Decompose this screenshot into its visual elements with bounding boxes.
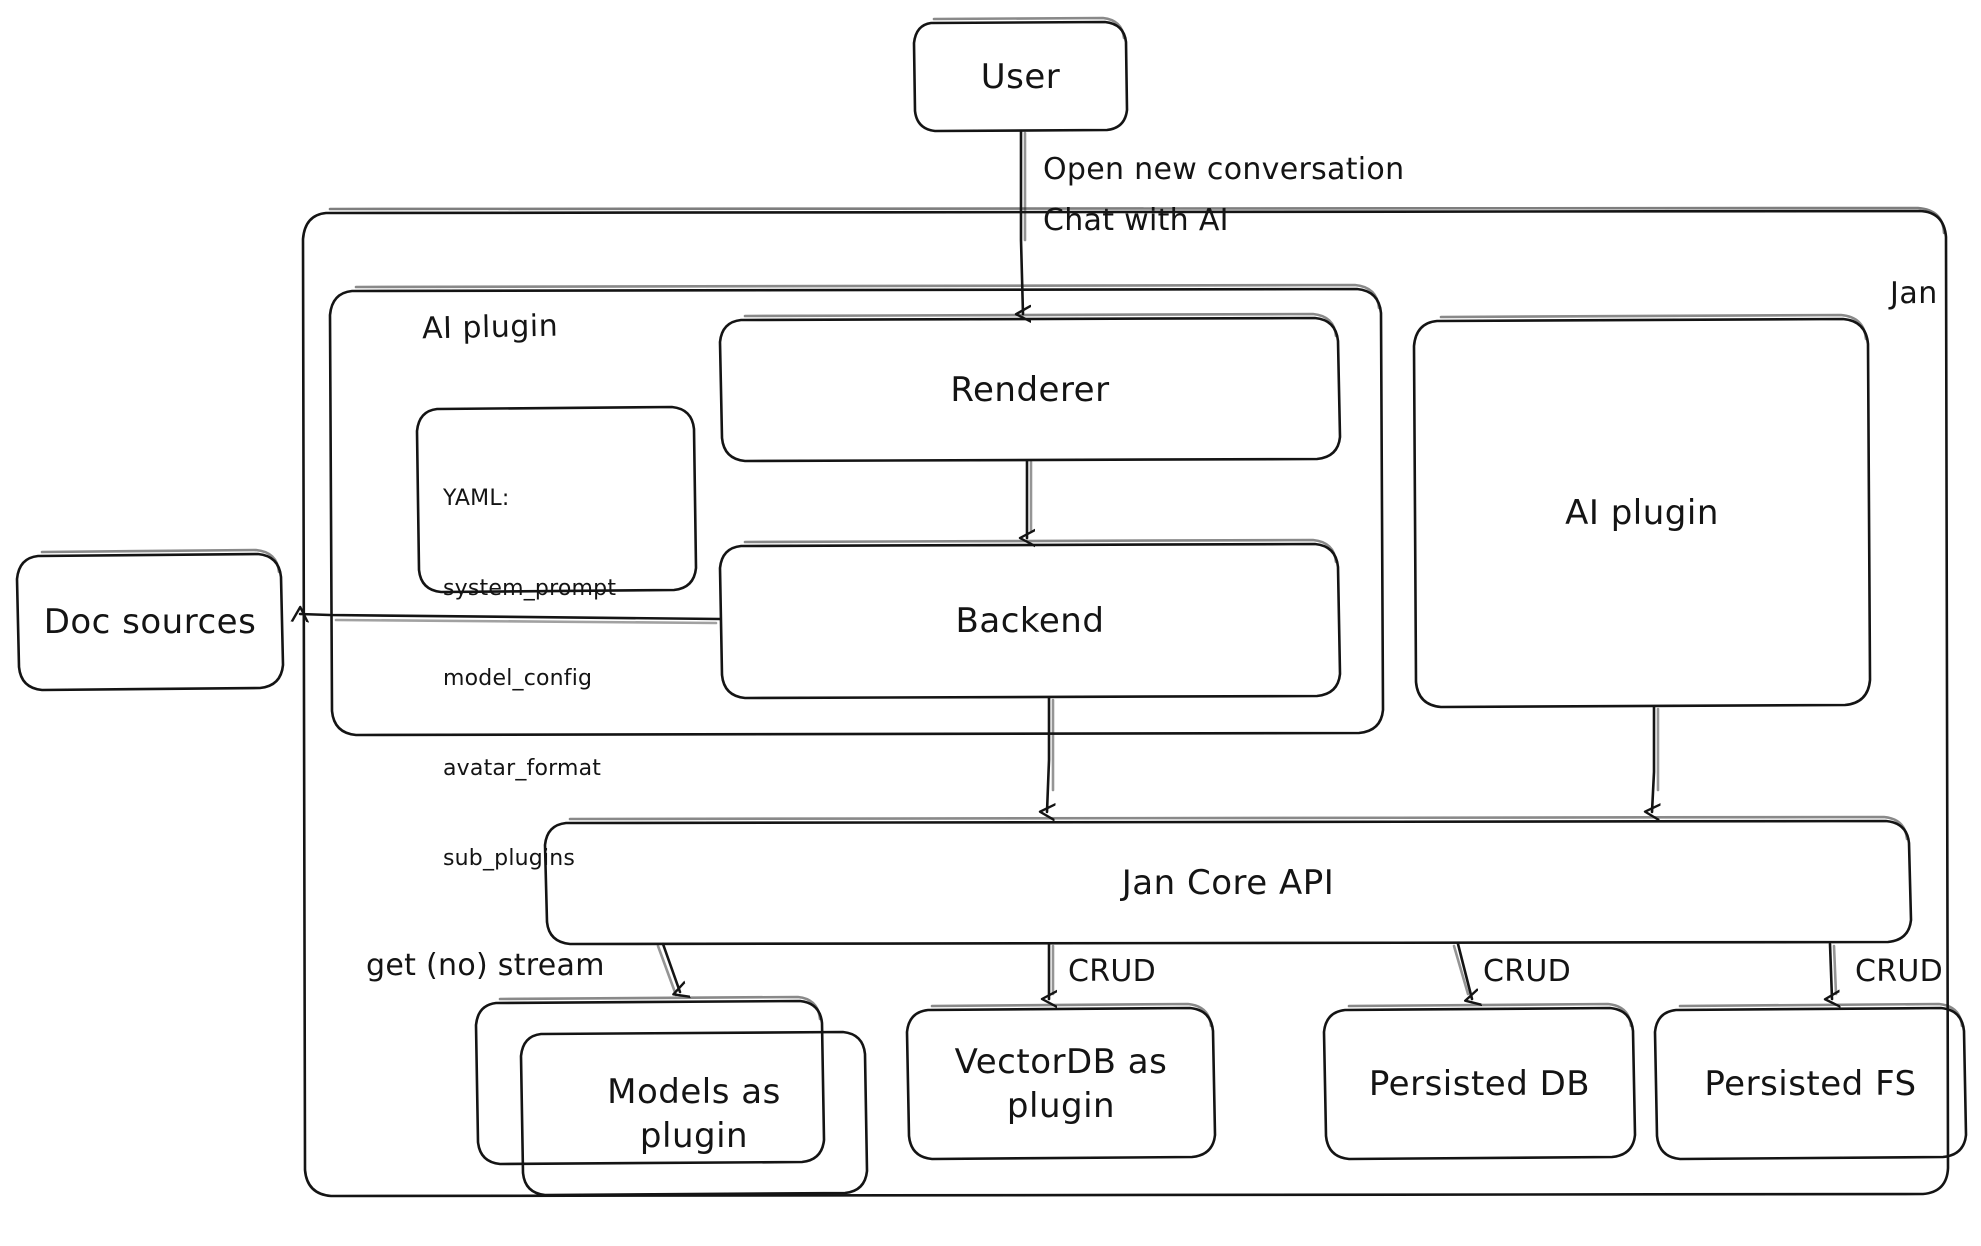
node-models-as-plugin-shape[interactable] (519, 1030, 869, 1197)
edge-backend-to-jan-core-api (1047, 696, 1053, 812)
node-persisted-fs-label[interactable]: Persisted FS (1704, 1063, 1917, 1104)
node-models-as-plugin-text: Models as plugin (607, 1071, 781, 1156)
node-persisted-db-shape[interactable] (1322, 1002, 1637, 1161)
group-jan-border (301, 206, 1950, 1198)
node-persisted-fs-shape[interactable] (1653, 1002, 1968, 1161)
edge-jan-core-api-to-vectordb (1049, 942, 1053, 999)
node-user-label[interactable]: User (980, 56, 1061, 97)
edge-jan-core-api-to-models (656, 942, 680, 995)
node-jan-core-api-label[interactable]: Jan Core API (1121, 862, 1335, 903)
node-jan-core-api-shape[interactable] (543, 815, 1913, 946)
node-ai-plugin-label[interactable]: AI plugin (1565, 493, 1719, 533)
node-vectordb-as-plugin-shape[interactable] (905, 1002, 1217, 1161)
node-vectordb-as-plugin-text: VectorDB as plugin (954, 1041, 1168, 1126)
node-backend-shape[interactable] (718, 538, 1342, 700)
node-models-as-plugin-label[interactable]: Models as plugin (521, 1032, 867, 1195)
node-renderer-shape[interactable] (718, 312, 1342, 463)
node-models-as-plugin-back-shape (474, 995, 826, 1166)
edge-jan-core-api-to-persisted-fs (1830, 942, 1836, 999)
node-backend-label[interactable]: Backend (955, 601, 1105, 641)
edge-renderer-to-backend (1027, 459, 1031, 538)
edge-jan-core-api-to-persisted-db (1452, 942, 1472, 999)
edge-ai-plugin-to-jan-core-api (1652, 705, 1658, 812)
yaml-note-shape (415, 405, 698, 594)
edge-user-to-renderer (1021, 129, 1025, 314)
node-user-shape[interactable] (912, 16, 1129, 133)
node-renderer-label[interactable]: Renderer (950, 369, 1110, 410)
node-persisted-db-label[interactable]: Persisted DB (1368, 1063, 1591, 1104)
edge-backend-to-doc-sources (300, 614, 722, 625)
node-vectordb-as-plugin-label[interactable]: VectorDB as plugin (907, 1008, 1215, 1159)
node-doc-sources-shape[interactable] (15, 548, 285, 692)
group-ai-plugin-border (328, 283, 1385, 737)
node-doc-sources-label[interactable]: Doc sources (43, 602, 257, 642)
node-ai-plugin-shape[interactable] (1412, 313, 1872, 709)
